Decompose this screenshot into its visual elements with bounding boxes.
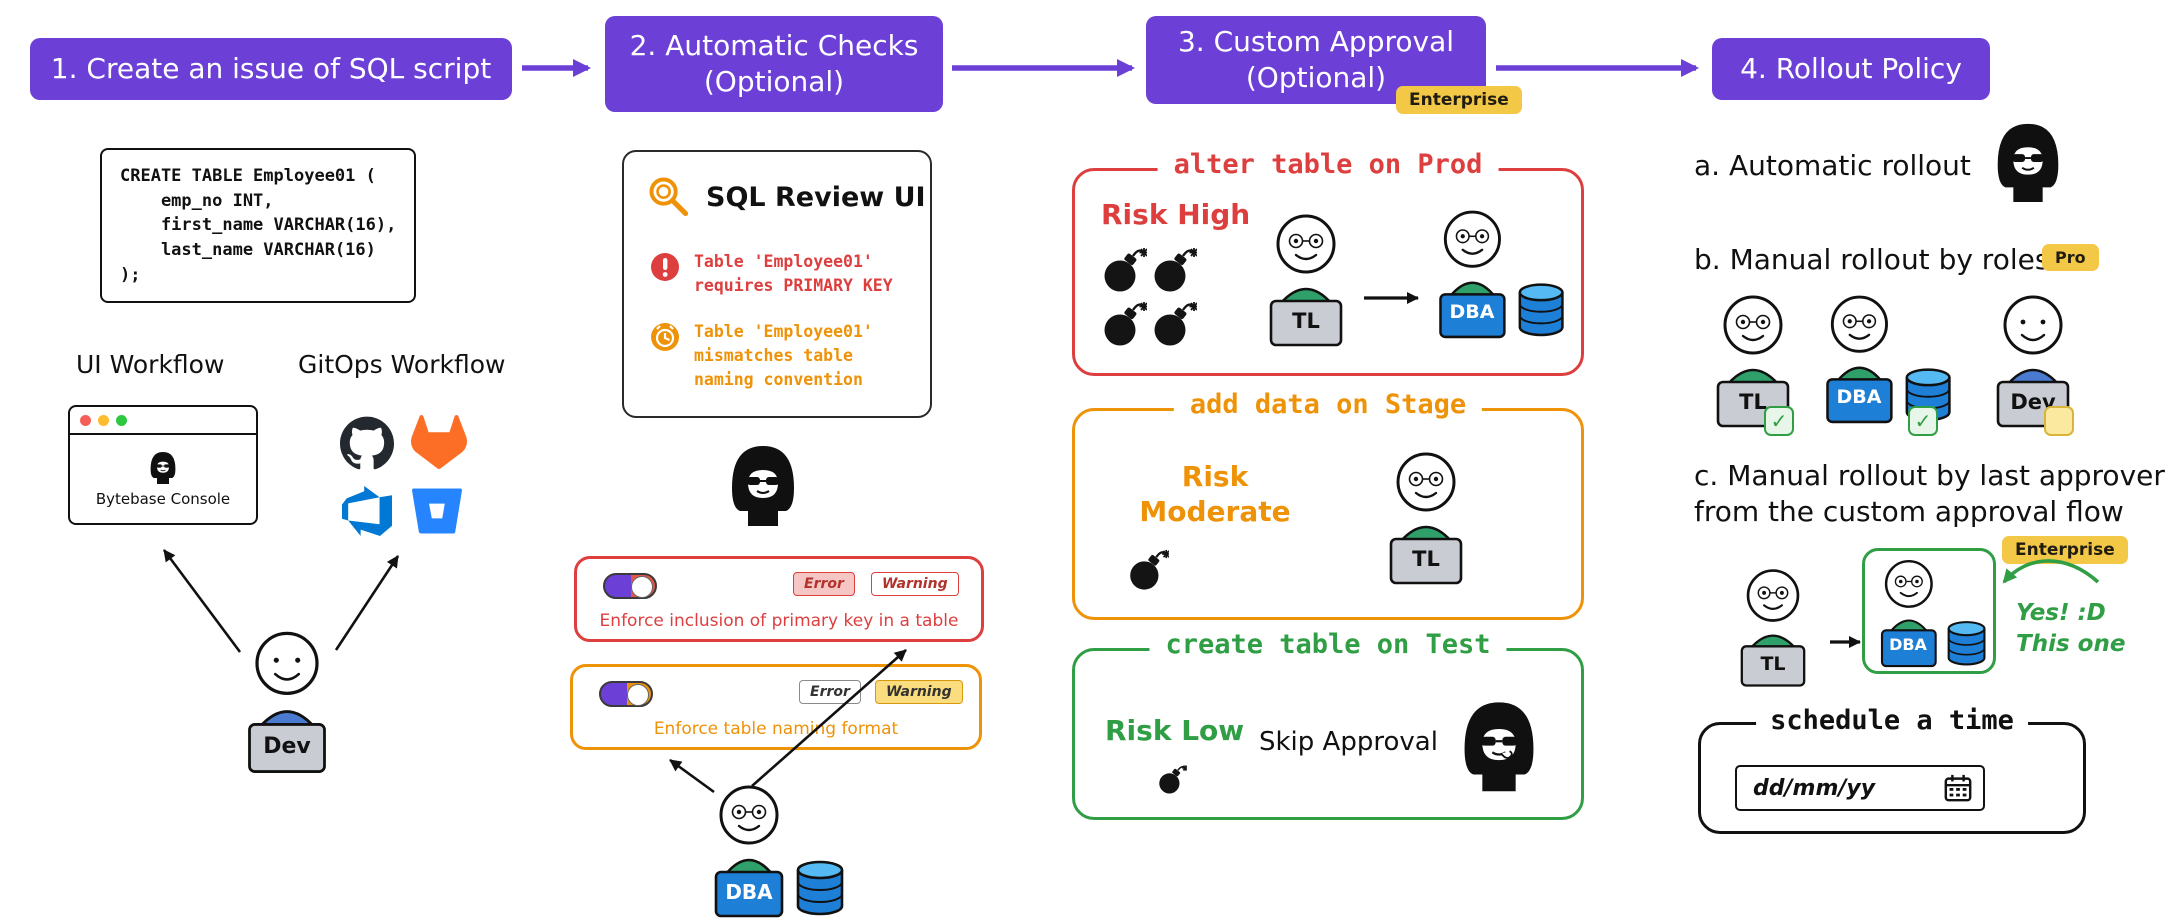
review-error-message: Table 'Employee01' requires PRIMARY KEY bbox=[694, 252, 893, 295]
azure-devops-icon bbox=[342, 486, 392, 536]
step-1-label: 1. Create an issue of SQL script bbox=[50, 52, 492, 86]
browser-body: Bytebase Console bbox=[70, 435, 256, 521]
date-input[interactable]: dd/mm/yy bbox=[1735, 765, 1985, 811]
skip-approval-label: Skip Approval bbox=[1259, 727, 1438, 757]
rule-toggle[interactable] bbox=[599, 681, 653, 707]
tl-laptop-label: TL bbox=[1739, 390, 1767, 414]
sql-review-panel: SQL Review UI Table 'Employee01' require… bbox=[622, 150, 932, 418]
rule-primary-key: Error Warning Enforce inclusion of prima… bbox=[574, 556, 984, 642]
card-title-stage: add data on Stage bbox=[1173, 389, 1483, 420]
dba-person: DBA bbox=[1425, 207, 1575, 343]
tl-laptop-label: TL bbox=[1760, 653, 1786, 675]
last-approver-highlight-box: DBA bbox=[1862, 548, 1996, 674]
browser-titlebar bbox=[70, 407, 256, 435]
schedule-panel: schedule a time dd/mm/yy bbox=[1698, 705, 2086, 834]
dba-mascot-icon bbox=[731, 445, 795, 527]
step-2-label: 2. Automatic Checks (Optional) bbox=[629, 29, 919, 98]
bomb-icon bbox=[1103, 246, 1147, 293]
tl-person: TL bbox=[1251, 211, 1361, 351]
calendar-icon[interactable] bbox=[1943, 773, 1973, 803]
role-tl-person: TL bbox=[1698, 292, 1808, 432]
tl-laptop-label: TL bbox=[1292, 309, 1320, 333]
risk-moderate-label: Risk Moderate bbox=[1139, 460, 1291, 528]
step-3-pill: 3. Custom Approval (Optional) bbox=[1146, 16, 1486, 104]
step-2-pill: 2. Automatic Checks (Optional) bbox=[605, 16, 943, 112]
rollout-item-c: c. Manual rollout by last approver from … bbox=[1694, 459, 2165, 529]
dba-person: DBA bbox=[700, 782, 855, 922]
approver-tl-person: TL bbox=[1724, 566, 1822, 691]
warning-level-chip[interactable]: Warning bbox=[871, 572, 959, 596]
approval-note: Yes! :D This one bbox=[2016, 600, 2126, 658]
ui-workflow-label: UI Workflow bbox=[76, 350, 225, 379]
step-1-pill: 1. Create an issue of SQL script bbox=[30, 38, 512, 100]
error-level-chip[interactable]: Error bbox=[793, 572, 855, 596]
rollout-item-b: b. Manual rollout by roles bbox=[1694, 243, 2050, 276]
bitbucket-icon bbox=[412, 488, 462, 534]
dba-laptop-label: DBA bbox=[1836, 386, 1882, 408]
approved-check-badge: ✓ bbox=[1764, 406, 1794, 436]
dba-laptop-label: DBA bbox=[725, 880, 773, 904]
risk-low-label: Risk Low bbox=[1105, 714, 1245, 747]
role-dba-person: DBA bbox=[1812, 292, 1962, 428]
approval-card-test: create table on Test Risk Low Skip Appro… bbox=[1072, 629, 1584, 820]
console-label: Bytebase Console bbox=[95, 490, 231, 508]
bomb-icon bbox=[1129, 548, 1169, 591]
window-minimize-dot bbox=[98, 414, 109, 426]
dev-laptop-label: Dev bbox=[263, 734, 311, 759]
rule-label: Enforce table naming format bbox=[653, 719, 899, 739]
sql-review-title: SQL Review UI bbox=[706, 182, 926, 213]
enterprise-badge-header: Enterprise bbox=[1396, 86, 1522, 114]
approval-card-prod: alter table on Prod Risk High TL DBA bbox=[1072, 149, 1584, 376]
risk-high-label: Risk High bbox=[1101, 198, 1251, 231]
approved-check-badge: ✓ bbox=[1908, 406, 1938, 436]
rollout-item-a: a. Automatic rollout bbox=[1694, 149, 1971, 182]
this-one-arrow bbox=[2002, 559, 2100, 584]
bytebase-console-window: Bytebase Console bbox=[68, 405, 258, 525]
error-level-chip[interactable]: Error bbox=[799, 680, 861, 704]
search-icon bbox=[646, 174, 690, 218]
automatic-rollout-mascot-icon bbox=[1996, 122, 2060, 204]
window-zoom-dot bbox=[116, 414, 127, 426]
dev-person: Dev bbox=[228, 628, 346, 778]
sql-script-snippet: CREATE TABLE Employee01 ( emp_no INT, fi… bbox=[100, 148, 417, 304]
rule-naming-format: Error Warning Enforce table naming forma… bbox=[570, 664, 982, 750]
dba-mascot-tongue-icon bbox=[1449, 691, 1549, 797]
warning-level-chip[interactable]: Warning bbox=[875, 680, 963, 704]
schedule-title: schedule a time bbox=[1756, 705, 2028, 736]
dba-laptop-label: DBA bbox=[1889, 635, 1927, 654]
warning-icon bbox=[650, 322, 680, 352]
step-3-label: 3. Custom Approval (Optional) bbox=[1177, 25, 1455, 94]
card-title-prod: alter table on Prod bbox=[1157, 149, 1499, 180]
date-value: dd/mm/yy bbox=[1753, 775, 1876, 801]
pending-badge bbox=[2044, 406, 2074, 436]
pro-badge: Pro bbox=[2042, 244, 2099, 271]
bytebase-mascot-icon bbox=[150, 451, 176, 485]
review-warning-message: Table 'Employee01' mismatches table nami… bbox=[694, 322, 873, 389]
bomb-icon bbox=[1153, 300, 1197, 347]
enterprise-badge-rollout: Enterprise bbox=[2002, 536, 2128, 564]
card-title-test: create table on Test bbox=[1149, 629, 1507, 660]
tl-person: TL bbox=[1371, 449, 1481, 589]
rule-label: Enforce inclusion of primary key in a ta… bbox=[599, 611, 959, 631]
bomb-icon bbox=[1153, 246, 1197, 293]
tl-laptop-label: TL bbox=[1412, 547, 1440, 571]
github-icon bbox=[340, 416, 394, 470]
approver-dba-person: DBA bbox=[1869, 557, 1995, 671]
dba-laptop-label: DBA bbox=[1449, 301, 1495, 323]
approval-card-stage: add data on Stage Risk Moderate TL bbox=[1072, 389, 1584, 620]
bomb-icon bbox=[1103, 300, 1147, 347]
step-4-label: 4. Rollout Policy bbox=[1740, 52, 1962, 86]
rule-toggle[interactable] bbox=[603, 573, 657, 599]
bomb-icon bbox=[1158, 764, 1187, 795]
error-icon bbox=[651, 253, 679, 281]
window-close-dot bbox=[80, 414, 91, 426]
gitlab-icon bbox=[410, 415, 467, 469]
step-4-pill: 4. Rollout Policy bbox=[1712, 38, 1990, 100]
gitops-workflow-label: GitOps Workflow bbox=[298, 350, 506, 379]
